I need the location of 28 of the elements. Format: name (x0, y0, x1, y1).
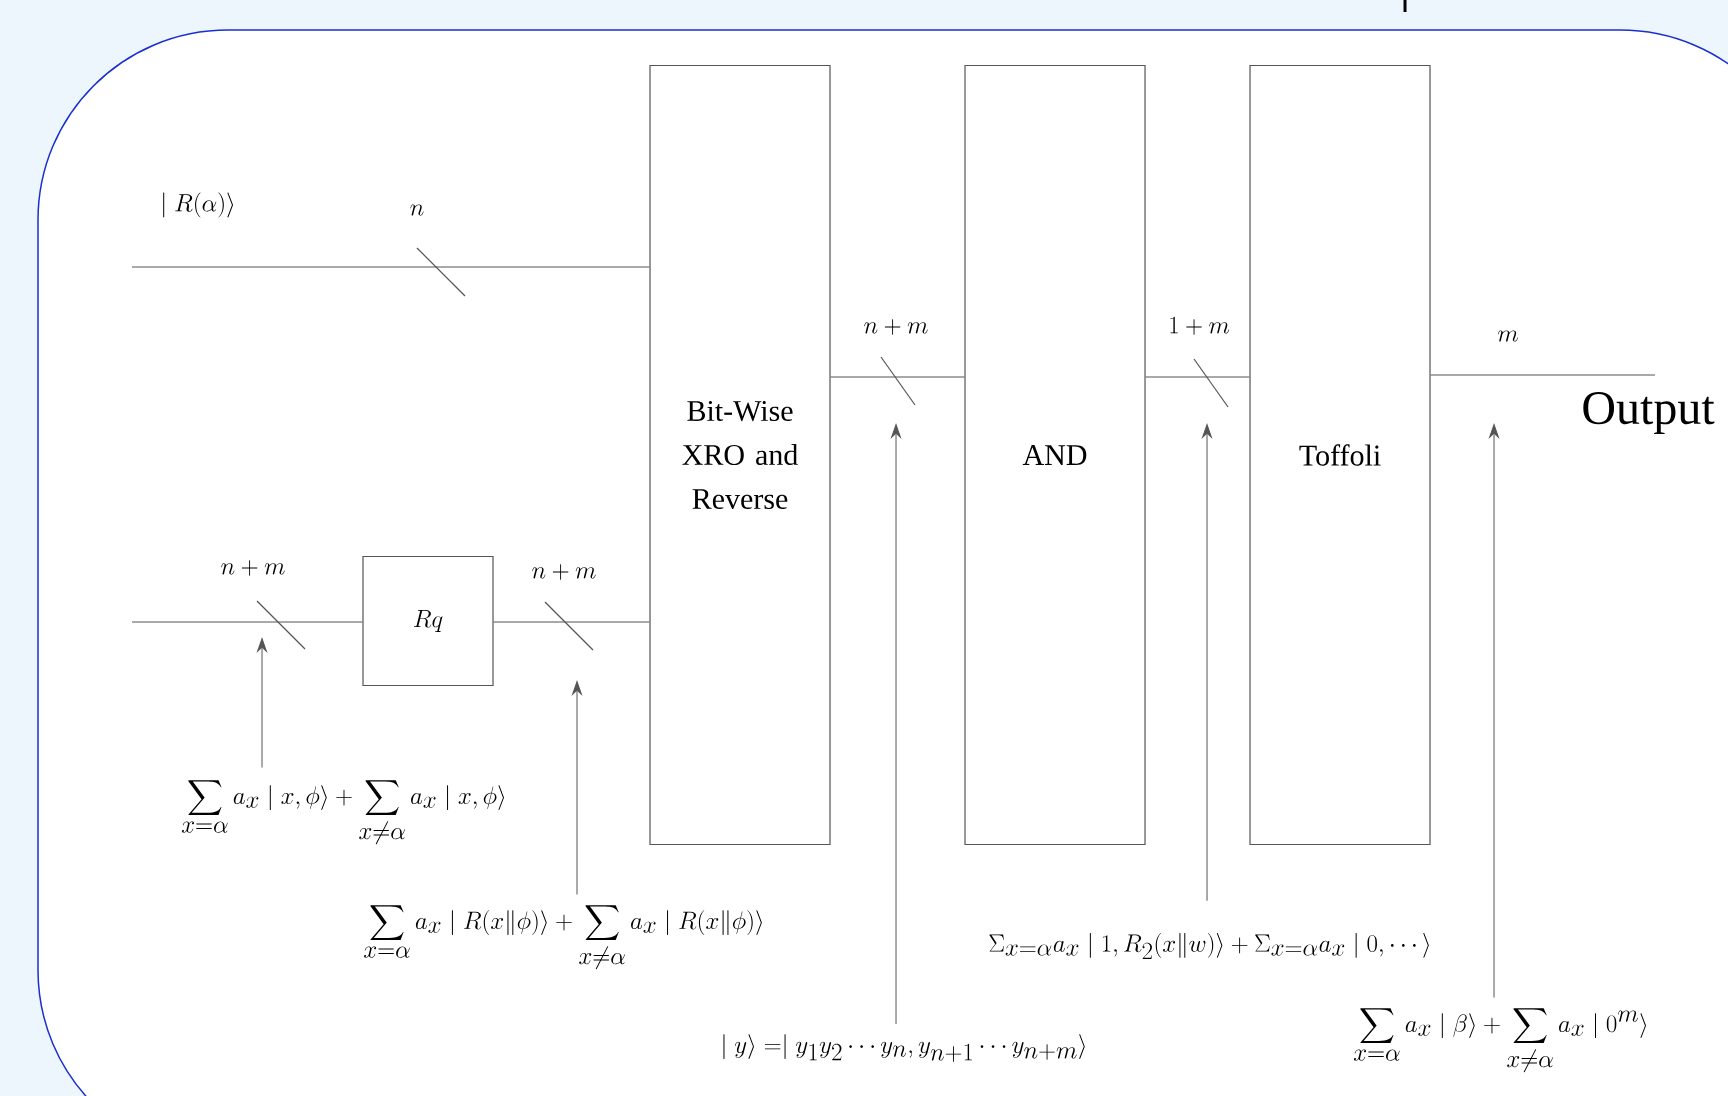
wire (493, 601, 650, 651)
wire (1430, 374, 1656, 376)
wire-label: $n$ (410, 204, 424, 216)
leader-line (1489, 424, 1499, 999)
leader-line (572, 681, 582, 896)
state-formula: $\sum_{x=\alpha} a_x \mid x,\phi\rangle + \sum_{x\neq\alpha} a_x \mid x,\phi\rangle$ (181, 780, 504, 845)
state-formula: $\mid y\rangle = \mid y_1 y_2 \cdots y_n, y_{n+1} \cdots y_{n+m}\rangle$ (723, 1034, 1085, 1062)
wire (1145, 358, 1250, 408)
state-formula: $\sum_{x=\alpha} a_x \mid R(x\|\phi)\rangle + \sum_{x\neq\alpha} a_x \mid R(x\|\phi)\rangle$ (364, 905, 762, 970)
wire (131, 600, 363, 650)
leader-line (891, 424, 901, 1025)
leader-line (257, 638, 267, 769)
state-formula: $\sum_{x=\alpha} a_x \mid \beta\rangle + \sum_{x\neq\alpha} a_x \mid 0^m\rangle$ (1353, 1008, 1646, 1073)
wire-label: $1+m$ (1170, 316, 1230, 335)
input-label: $\mid R(\alpha)\rangle$ (163, 192, 233, 218)
output-label: Output (1583, 392, 1715, 434)
wire (131, 247, 650, 297)
gate-box: AND (964, 64, 1146, 846)
wire-label: $n+m$ (221, 560, 285, 576)
wire (830, 356, 965, 406)
gate-box: $Rq$ (362, 555, 494, 687)
state-formula: $\Sigma_{x=\alpha} a_x \mid 1, R_2(x\| w)\rangle + \Sigma_{x=\alpha} a_x \mid 0,\cdots\rangle$ (989, 932, 1429, 960)
leader-line (1202, 424, 1212, 902)
gate-box: Toffoli (1249, 64, 1431, 846)
wire-label: $m$ (1498, 330, 1518, 342)
gate-box: Bit-Wise XRO and Reverse (649, 64, 831, 846)
wire-label: $n+m$ (532, 564, 596, 580)
wire-label: $n+m$ (864, 319, 928, 335)
